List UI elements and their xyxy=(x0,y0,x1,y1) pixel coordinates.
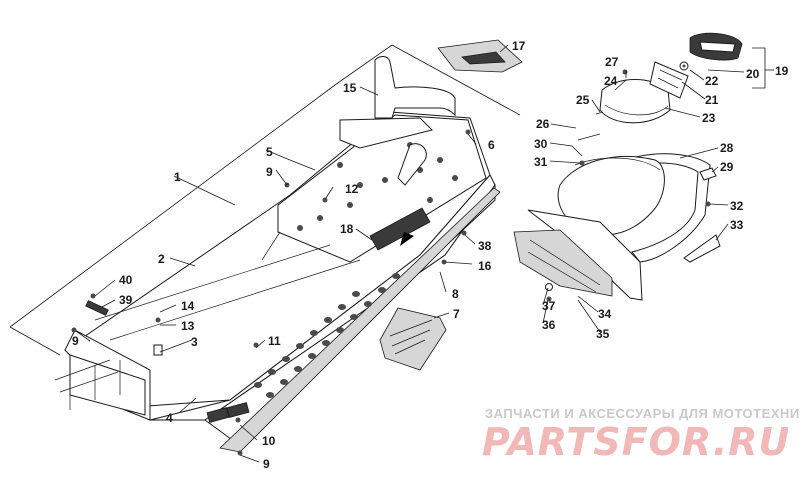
callout-3: 3 xyxy=(191,335,198,349)
watermark-subtitle: ЗАПЧАСТИ И АКСЕССУАРЫ ДЛЯ МОТОТЕХНИКИ xyxy=(485,406,800,421)
callout-30: 30 xyxy=(534,137,548,151)
callout-15: 15 xyxy=(343,81,357,95)
callout-25: 25 xyxy=(576,93,590,107)
callout-26: 26 xyxy=(536,117,550,131)
callout-40: 40 xyxy=(119,273,133,287)
taillight-parts xyxy=(649,32,743,99)
part-1-bracket xyxy=(9,44,521,356)
callout-11: 11 xyxy=(268,334,281,348)
callout-39: 39 xyxy=(119,293,133,307)
tunnel-chassis xyxy=(54,111,501,453)
callout-31: 31 xyxy=(534,155,548,169)
callout-6: 6 xyxy=(488,138,495,152)
leader-lines xyxy=(75,44,774,463)
callout-12: 12 xyxy=(345,182,359,196)
callout-38: 38 xyxy=(478,239,492,253)
footrest-plate xyxy=(379,307,447,371)
rear-hood-assembly xyxy=(513,69,721,302)
callout-17: 17 xyxy=(512,39,526,53)
callout-8: 8 xyxy=(452,287,459,301)
callout-24: 24 xyxy=(604,74,618,88)
callout-18: 18 xyxy=(340,222,354,236)
callout-36: 36 xyxy=(542,318,556,332)
callout-16: 16 xyxy=(478,259,492,273)
callout-28: 28 xyxy=(720,141,734,155)
callout-9-bottom: 9 xyxy=(263,457,270,471)
reflector xyxy=(369,207,431,251)
watermark: ЗАПЧАСТИ И АКСЕССУАРЫ ДЛЯ МОТОТЕХНИКИ PA… xyxy=(482,406,800,464)
callout-35: 35 xyxy=(596,327,610,341)
callout-21: 21 xyxy=(705,93,719,107)
callout-37: 37 xyxy=(542,299,556,313)
snowflap xyxy=(437,39,523,73)
callout-2: 2 xyxy=(158,252,165,266)
grab-bar xyxy=(339,56,456,186)
callout-9-upper: 9 xyxy=(266,165,273,179)
callout-5: 5 xyxy=(266,145,273,159)
callout-10: 10 xyxy=(262,434,276,448)
callout-7: 7 xyxy=(453,307,460,321)
callout-9-left: 9 xyxy=(72,334,79,348)
callout-14: 14 xyxy=(181,299,195,313)
callout-labels: 1 2 3 4 5 6 7 8 9 9 9 10 11 12 13 14 15 … xyxy=(72,39,789,471)
callout-13: 13 xyxy=(181,319,195,333)
callout-33: 33 xyxy=(730,218,744,232)
callout-23: 23 xyxy=(702,111,716,125)
callout-22: 22 xyxy=(705,74,719,88)
running-board-holes xyxy=(254,273,400,398)
callout-27: 27 xyxy=(605,55,619,69)
callout-20: 20 xyxy=(746,67,760,81)
callout-19: 19 xyxy=(775,64,789,78)
callout-29: 29 xyxy=(720,160,734,174)
watermark-brand: PARTSFOR.RU xyxy=(482,420,790,464)
callout-1: 1 xyxy=(174,170,181,184)
callout-32: 32 xyxy=(730,199,744,213)
callout-34: 34 xyxy=(598,307,612,321)
callout-4: 4 xyxy=(166,411,173,425)
